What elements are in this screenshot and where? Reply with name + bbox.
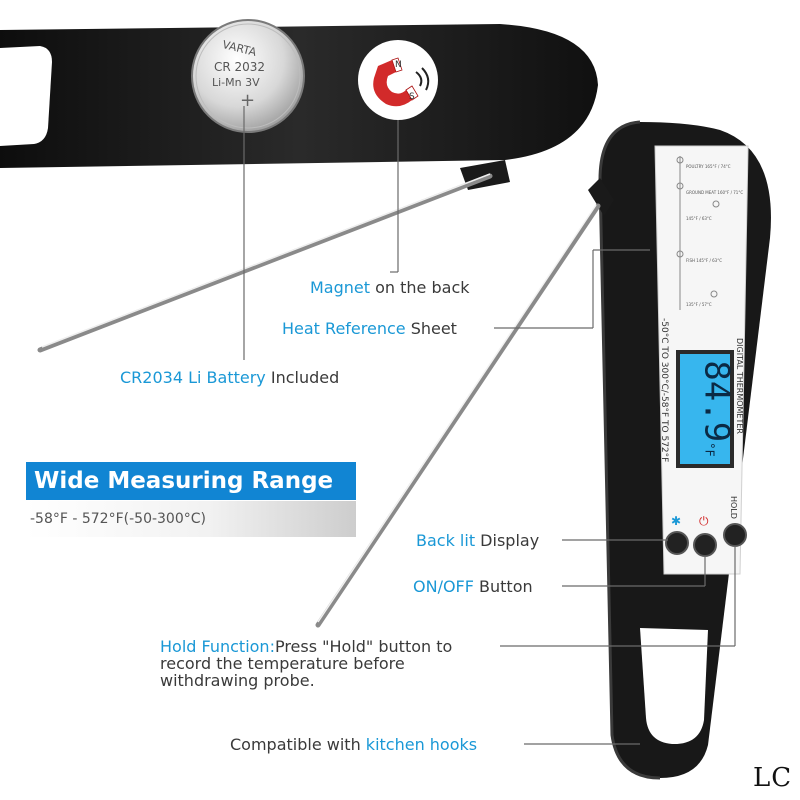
callout-magnet: Magnet on the back: [310, 279, 470, 297]
main-probe-collar: [588, 178, 614, 216]
lcd-screen: [680, 354, 730, 464]
range-title: Wide Measuring Range: [34, 468, 334, 494]
callout-heat-rest: Sheet: [405, 319, 457, 338]
backlight-button[interactable]: [665, 531, 689, 555]
magnet-north: N: [395, 60, 402, 70]
callout-lines: [243, 106, 736, 745]
sheet-entry-5: 135°F / 57°C: [686, 302, 712, 307]
side-label-model: DIGITAL THERMOMETER: [735, 338, 744, 434]
range-value: -58°F - 572°F(-50-300°C): [30, 511, 206, 527]
main-thermometer: ✱ ⏻: [315, 120, 771, 780]
range-value-bar: -58°F - 572°F(-50-300°C): [26, 501, 356, 537]
hold-button[interactable]: [723, 523, 747, 547]
side-label-range: -50°C TO 300°C/-58°F TO 572°F: [659, 318, 669, 463]
callout-hold-line3: withdrawing probe.: [160, 671, 315, 690]
backlight-icon: ✱: [671, 514, 681, 528]
lcd-reading: 84.9°F: [697, 360, 737, 457]
heat-reference-sheet: [676, 156, 720, 310]
callout-backlit-highlight: Back lit: [416, 531, 476, 550]
top-hook-cutout: [0, 46, 52, 146]
battery-plus: +: [240, 90, 256, 111]
watermark: LC: [753, 763, 793, 793]
range-banner: Wide Measuring Range: [26, 462, 356, 500]
callout-magnet-highlight: Magnet: [310, 278, 371, 297]
magnet-badge: [358, 40, 438, 120]
main-probe: [315, 203, 601, 628]
callout-heat-highlight: Heat Reference: [282, 319, 406, 338]
callout-backlit-rest: Display: [475, 531, 540, 550]
sheet-entry-2: GROUND MEAT 160°F / 71°C: [686, 190, 744, 195]
top-probe: [37, 173, 493, 353]
sheet-entry-1: POULTRY 165°F / 74°C: [686, 164, 731, 169]
main-hook-hole: [640, 628, 708, 745]
callout-hold-line2: record the temperature before: [160, 654, 405, 673]
hold-button-label: HOLD: [729, 496, 738, 519]
battery-model: CR 2032: [214, 60, 266, 74]
callout-hooks: Compatible with kitchen hooks: [230, 736, 477, 754]
callout-backlit: Back lit Display: [416, 532, 539, 550]
sheet-entry-3: 145°F / 63°C: [686, 216, 712, 221]
callout-battery-rest: Included: [265, 368, 340, 387]
magnet-icon: [373, 60, 412, 107]
callout-hooks-rest: Compatible with: [230, 735, 366, 754]
lcd-unit: °F: [702, 442, 717, 457]
callout-hold-highlight: Hold Function:: [160, 637, 275, 656]
callout-heat-reference: Heat Reference Sheet: [282, 320, 457, 338]
callout-onoff-rest: Button: [473, 577, 533, 596]
callout-hooks-highlight: kitchen hooks: [365, 735, 478, 754]
sheet-entry-4: FISH 145°F / 63°C: [686, 258, 723, 263]
callout-magnet-rest: on the back: [370, 278, 470, 297]
callout-onoff-highlight: ON/OFF: [413, 577, 474, 596]
callout-hold-line1: Press "Hold" button to: [274, 637, 453, 656]
battery-coin: [191, 19, 305, 133]
power-icon: ⏻: [699, 514, 709, 528]
magnet-south: S: [409, 92, 415, 102]
power-button[interactable]: [693, 533, 717, 557]
callout-battery-highlight: CR2034 Li Battery: [120, 368, 266, 387]
battery-chem: Li-Mn 3V: [212, 76, 260, 89]
callout-hold: Hold Function:Press "Hold" button to rec…: [160, 638, 452, 689]
callout-battery: CR2034 Li Battery Included: [120, 369, 339, 387]
callout-onoff: ON/OFF Button: [413, 578, 533, 596]
